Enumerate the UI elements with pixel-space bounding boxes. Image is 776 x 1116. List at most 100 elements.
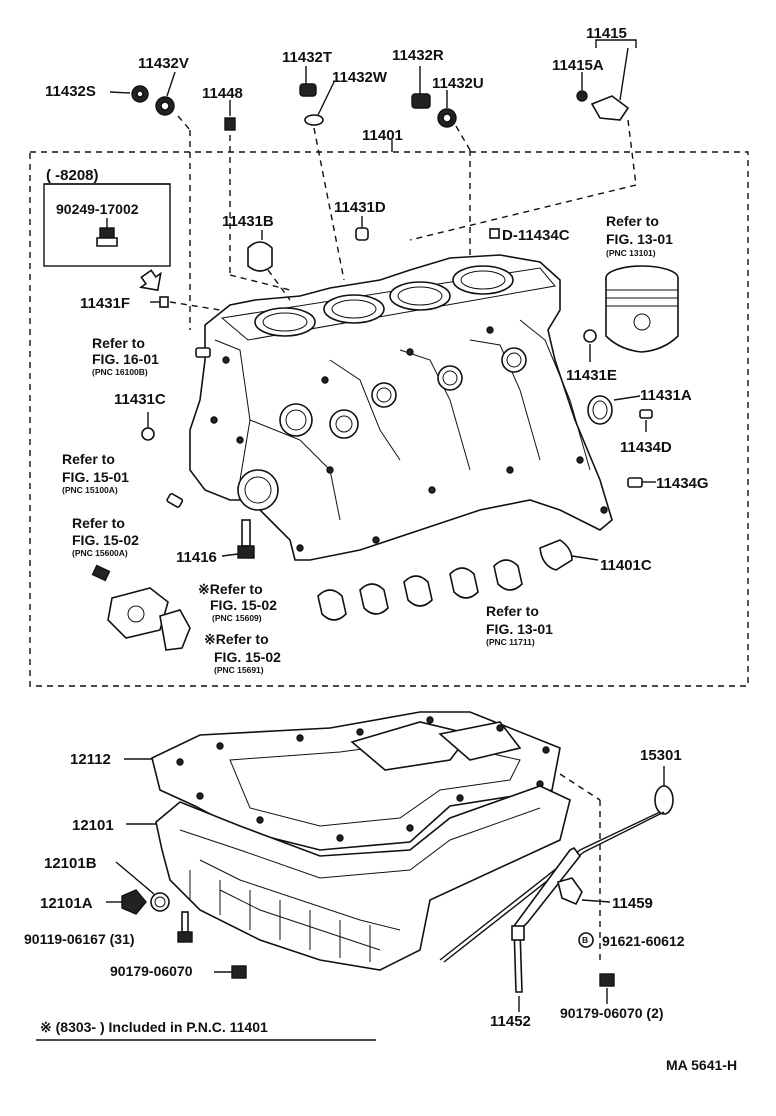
drain-plug-12101A <box>106 889 147 915</box>
drain-gasket-12101B <box>115 861 170 912</box>
ref-13-01-line1: Refer to <box>606 213 659 229</box>
plug-11431D <box>355 216 369 241</box>
label-11431C: 11431C <box>114 391 166 408</box>
pin-15-01 <box>166 492 184 508</box>
label-90179-left: 90179-06070 <box>110 963 193 979</box>
ref-13-01b-pnc: (PNC 11711) <box>486 637 535 647</box>
label-11431F: 11431F <box>80 295 130 312</box>
label-15301: 15301 <box>640 747 682 764</box>
ref-13-01b-line2: FIG. 13-01 <box>486 621 553 637</box>
oil-pan-gasket-12112 <box>124 711 561 851</box>
label-11401: 11401 <box>362 127 403 144</box>
ref-15-01-line1: Refer to <box>62 451 115 467</box>
bolt-91621: B <box>578 932 594 948</box>
sender-15-02 <box>91 564 111 582</box>
label-12101A: 12101A <box>40 895 93 912</box>
label-11434D: 11434D <box>620 439 672 456</box>
gasket-11432V <box>155 71 191 330</box>
gasket-11432W <box>304 81 345 281</box>
ref-13-01-pnc: (PNC 13101) <box>606 248 656 258</box>
ref-16-01-line1: Refer to <box>92 335 145 351</box>
label-90119: 90119-06167 (31) <box>24 931 135 947</box>
pin-16-01 <box>195 347 211 358</box>
label-11431E: 11431E <box>566 367 617 384</box>
bracket-11415 <box>595 39 637 48</box>
nut-90179-left <box>214 965 247 979</box>
plug-11432S <box>109 85 149 103</box>
label-11434G: 11434G <box>656 475 709 492</box>
ref-15-02b-pnc: (PNC 15609) <box>212 613 262 623</box>
oil-pressure-housing <box>107 587 169 639</box>
bearings-13-01 <box>317 559 523 621</box>
label-11415: 11415 <box>586 25 627 42</box>
plug-11431F <box>150 296 221 311</box>
plug-11432R <box>411 66 431 109</box>
clamp-11459 <box>557 877 611 906</box>
dipstick-guide-11452 <box>511 846 582 1012</box>
label-11432U: 11432U <box>432 75 484 92</box>
ref-15-01-line2: FIG. 15-01 <box>62 469 129 485</box>
plug-11431B <box>247 230 291 301</box>
pin-11434D <box>639 409 653 432</box>
label-8208: ( -8208) <box>46 167 99 184</box>
plug-11431E <box>583 329 597 362</box>
oil-pan-12101 <box>126 785 571 971</box>
seal-11431A <box>587 395 641 425</box>
label-11431B: 11431B <box>222 213 274 230</box>
label-11432R: 11432R <box>392 47 444 64</box>
ref-15-02c-pnc: (PNC 15691) <box>214 665 264 675</box>
ref-15-02b-line1: ※Refer to <box>198 581 263 597</box>
label-11431A: 11431A <box>640 387 692 404</box>
label-12101B: 12101B <box>44 855 97 872</box>
label-11432W: 11432W <box>332 69 388 86</box>
label-90179-right: 90179-06070 (2) <box>560 1005 664 1021</box>
nut-90179-right <box>599 973 615 1004</box>
thrust-bearing-11401C <box>539 539 599 571</box>
bolt-11416 <box>221 519 255 559</box>
pin-11448 <box>224 100 291 291</box>
bolt-90119 <box>177 911 193 943</box>
label-11415A: 11415A <box>552 57 604 74</box>
ref-15-02c-line2: FIG. 15-02 <box>214 649 281 665</box>
block-group-frame <box>29 151 749 687</box>
pin-11434G <box>627 477 656 488</box>
label-11432V: 11432V <box>138 55 189 72</box>
label-11434C: D-11434C <box>502 227 570 244</box>
ref-15-01-pnc: (PNC 15100A) <box>62 485 118 495</box>
inset-arrow-icon <box>138 269 162 292</box>
label-11431D: 11431D <box>334 199 386 216</box>
ref-15-02-line1: Refer to <box>72 515 125 531</box>
plug-11434C <box>489 228 500 239</box>
label-11448: 11448 <box>202 85 243 102</box>
svg-text:B: B <box>582 935 588 945</box>
label-11432T: 11432T <box>282 49 332 66</box>
inset-plug-icon <box>96 218 118 247</box>
plug-11431C <box>141 412 155 441</box>
footnote: ※ (8303- ) Included in P.N.C. 11401 <box>40 1019 268 1035</box>
label-11401C: 11401C <box>600 557 652 574</box>
cylinder-block-11401 <box>189 254 613 561</box>
ref-16-01-line2: FIG. 16-01 <box>92 351 159 367</box>
ref-13-01b-line1: Refer to <box>486 603 539 619</box>
label-12101: 12101 <box>72 817 114 834</box>
ref-15-02c-line1: ※Refer to <box>204 631 269 647</box>
gasket-15691 <box>159 609 191 651</box>
gasket-11432U <box>437 90 471 260</box>
label-11452: 11452 <box>490 1013 531 1030</box>
ref-15-02-pnc: (PNC 15600A) <box>72 548 128 558</box>
label-90249: 90249-17002 <box>56 201 139 217</box>
drawing-id: MA 5641-H <box>666 1057 737 1073</box>
cock-11415 <box>409 47 637 241</box>
ref-15-02b-line2: FIG. 15-02 <box>210 597 277 613</box>
label-11416: 11416 <box>176 549 217 566</box>
ref-16-01-pnc: (PNC 16100B) <box>92 367 148 377</box>
dipstick-15301 <box>439 766 674 963</box>
piston-icon <box>605 265 679 353</box>
plug-11432T <box>299 66 317 97</box>
label-12112: 12112 <box>70 751 111 768</box>
ref-15-02-line2: FIG. 15-02 <box>72 532 139 548</box>
ref-13-01-line2: FIG. 13-01 <box>606 231 673 247</box>
label-11432S: 11432S <box>45 83 96 100</box>
label-91621: 91621-60612 <box>602 933 685 949</box>
